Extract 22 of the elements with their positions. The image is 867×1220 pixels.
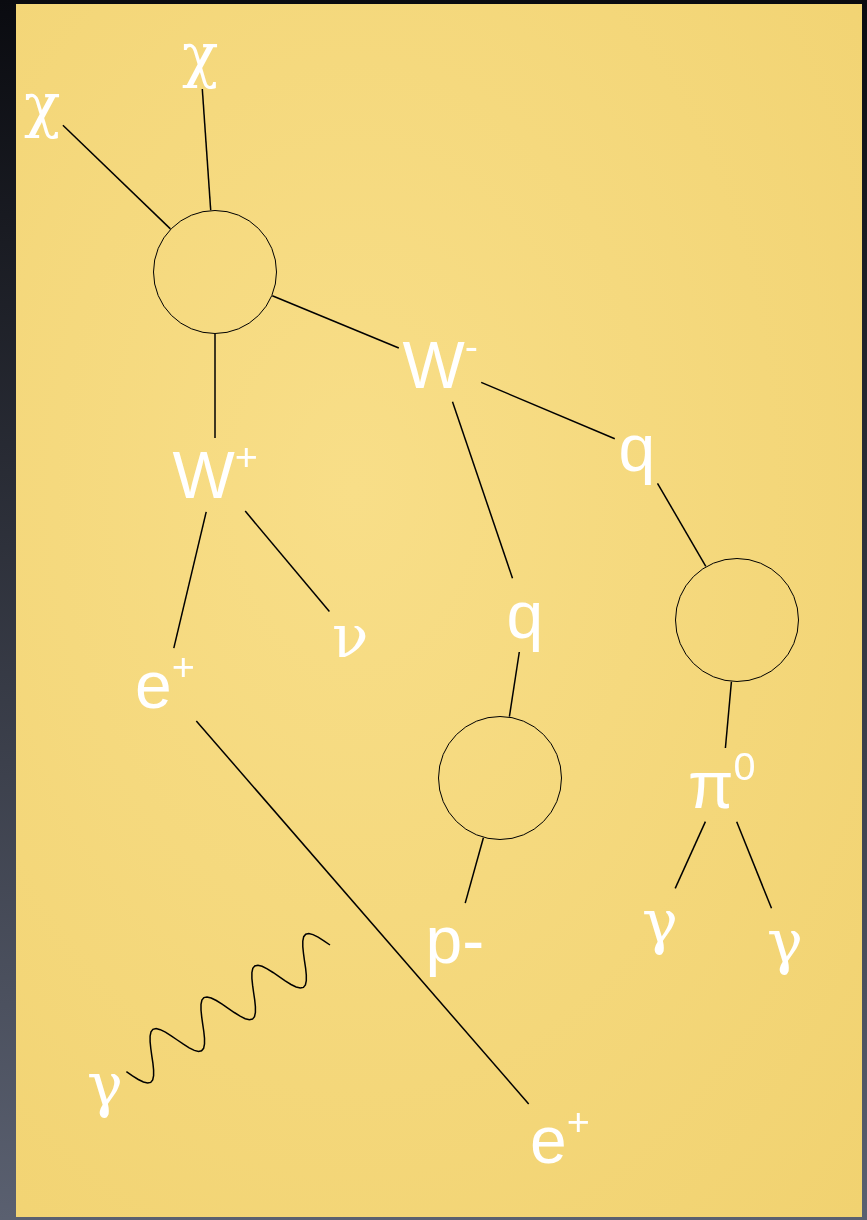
particle-line [214, 333, 216, 439]
particle-line [173, 511, 207, 649]
particle-line [271, 294, 400, 349]
particle-line [201, 88, 212, 211]
particle-line [674, 820, 707, 890]
particle-label: ν [332, 606, 369, 666]
particle-line [464, 836, 485, 904]
particle-line [62, 124, 172, 230]
particle-label: π$^{0}$ [688, 752, 756, 818]
particle-label: W$^{-}$ [402, 332, 478, 398]
particle-line [480, 381, 616, 440]
particle-line [724, 680, 733, 749]
particle-line [244, 510, 331, 613]
particle-label: e$^{+}$ [135, 652, 195, 718]
particle-line [451, 401, 514, 579]
particle-line [195, 720, 530, 1105]
particle-line [656, 482, 707, 568]
particle-line [735, 820, 773, 910]
particle-label: e$^{+}$ [530, 1107, 590, 1173]
wavy-photon-line [125, 932, 331, 1084]
particle-label: W$^{+}$ [172, 442, 258, 508]
particle-line [508, 651, 521, 718]
